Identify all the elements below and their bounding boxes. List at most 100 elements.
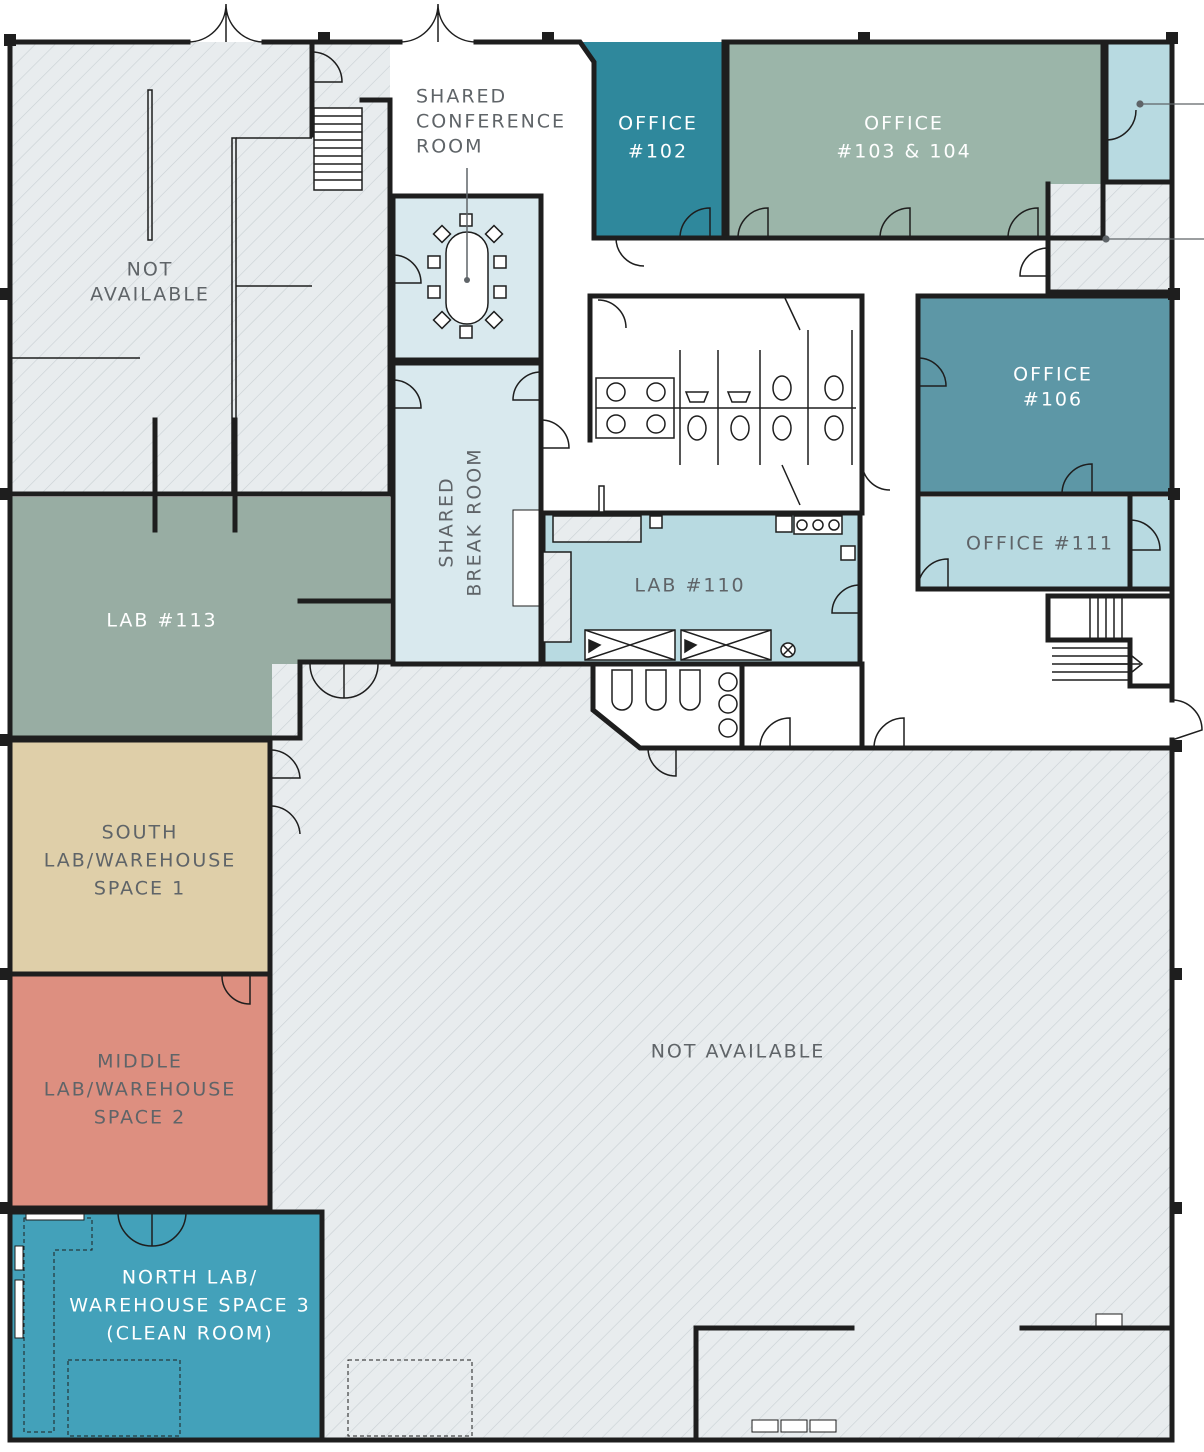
sink (646, 382, 666, 402)
door-office-106[interactable] (917, 357, 947, 387)
clean-room-zone (23, 1217, 93, 1433)
lab-box (775, 515, 793, 533)
label-lab-110: LAB #110 (634, 575, 745, 597)
door-utility[interactable] (647, 747, 677, 777)
door-office-104[interactable] (1007, 207, 1039, 239)
utility-cylinder (718, 694, 738, 714)
wall-ne-storage (1103, 39, 1175, 185)
door-corridor-b[interactable] (861, 461, 891, 491)
wall-ne-hatched (1045, 181, 1175, 295)
column (1170, 968, 1182, 980)
room-not-available-main[interactable] (272, 664, 1172, 1440)
label-north-space-3: (CLEAN ROOM) (106, 1323, 273, 1345)
wall-nw-bottom (7, 97, 393, 497)
wall-restroom (540, 293, 865, 516)
door-ne-storage[interactable] (1105, 109, 1137, 141)
doors (117, 3, 1203, 1247)
leader-dot (1102, 235, 1110, 243)
fume-hood-x (584, 629, 772, 661)
door-ne-hatched[interactable] (1019, 247, 1049, 277)
restroom-fixture-post (598, 485, 605, 513)
door-break-room[interactable] (392, 379, 422, 409)
door-lab-113-double[interactable] (309, 663, 379, 699)
column (4, 34, 16, 46)
label-middle-space-2: LAB/WAREHOUSE (44, 1079, 237, 1101)
door-middle-space[interactable] (221, 975, 251, 1005)
utility-tanks (611, 669, 701, 711)
label-break-room-1: SHARED (436, 476, 458, 567)
door-lab-110[interactable] (831, 584, 861, 614)
door-entry-n[interactable] (399, 3, 477, 43)
restroom-fixtures (595, 295, 856, 513)
room-office-102[interactable] (580, 42, 724, 238)
partition-b (231, 137, 237, 493)
door-restroom-n[interactable] (597, 299, 627, 329)
lab-bench-left (542, 551, 572, 643)
chair (432, 310, 452, 330)
door-office-103[interactable] (737, 207, 769, 239)
room-south-space-1[interactable] (10, 740, 270, 974)
clean-room-panel (14, 1245, 24, 1271)
room-office-111[interactable] (918, 497, 1130, 589)
door-office-111-closet[interactable] (1129, 519, 1161, 551)
stall-partitions (679, 330, 853, 465)
label-south-space-1: SOUTH (102, 822, 179, 844)
label-break-room-2: BREAK ROOM (464, 447, 486, 596)
label-not-available-main: NOT AVAILABLE (651, 1041, 826, 1063)
column (1170, 1202, 1182, 1214)
door-office-106-south[interactable] (1061, 463, 1093, 495)
stair-treads-ne (1052, 639, 1130, 681)
walls (7, 39, 1175, 1443)
room-office-106[interactable] (918, 296, 1172, 494)
floor-panel (1095, 1313, 1123, 1327)
lab-sink (828, 519, 840, 531)
partition-c (10, 137, 312, 359)
door-utility-b[interactable] (759, 717, 791, 749)
stair-treads-ne-upper (1089, 596, 1123, 640)
dashed-zone (347, 1359, 473, 1437)
door-restroom[interactable] (540, 419, 570, 449)
room-office-111-closet[interactable] (1130, 497, 1172, 589)
room-fills (10, 42, 1172, 1440)
column (0, 968, 8, 980)
column (1166, 32, 1178, 44)
toilet (824, 415, 844, 441)
door-south-space[interactable] (271, 749, 301, 835)
lab-box (840, 545, 856, 561)
stairs-nw (313, 107, 363, 191)
clean-room-panel (14, 1279, 24, 1339)
column (542, 32, 554, 44)
main-fixtures (347, 1313, 1123, 1437)
door-north-space[interactable] (117, 1211, 187, 1247)
door-corridor-c[interactable] (873, 717, 905, 749)
door-break-room-east[interactable] (512, 371, 542, 401)
label-south-space-2: LAB/WAREHOUSE (44, 850, 237, 872)
chair (427, 285, 441, 299)
door-east-exit[interactable] (1171, 699, 1203, 741)
room-office-103-104[interactable] (727, 42, 1103, 238)
door-entry-nw[interactable] (187, 3, 265, 43)
column (858, 32, 870, 44)
stall-doors (781, 295, 801, 506)
door-office-111[interactable] (917, 558, 949, 590)
room-ne-storage[interactable] (1106, 42, 1172, 182)
door-conference[interactable] (392, 254, 422, 284)
label-south-space-3: SPACE 1 (94, 878, 186, 900)
wall-lab-113-notch (152, 417, 238, 533)
sink (606, 414, 626, 434)
lab-box (649, 515, 663, 529)
column (0, 488, 8, 500)
label-office-103-104-1: OFFICE (864, 113, 944, 135)
door-corridor-a[interactable] (615, 237, 645, 267)
stair-box-nw (313, 107, 363, 191)
room-middle-space-2[interactable] (10, 976, 270, 1208)
chair (484, 224, 504, 244)
break-room-counter (512, 509, 540, 607)
door-office-102[interactable] (679, 207, 711, 239)
door-nw-stair[interactable] (311, 51, 343, 83)
door-office-103b[interactable] (879, 207, 911, 239)
label-not-available-nw-1: NOT (127, 259, 174, 281)
label-conference-2: CONFERENCE (416, 111, 566, 133)
label-office-106-1: OFFICE (1013, 364, 1093, 386)
